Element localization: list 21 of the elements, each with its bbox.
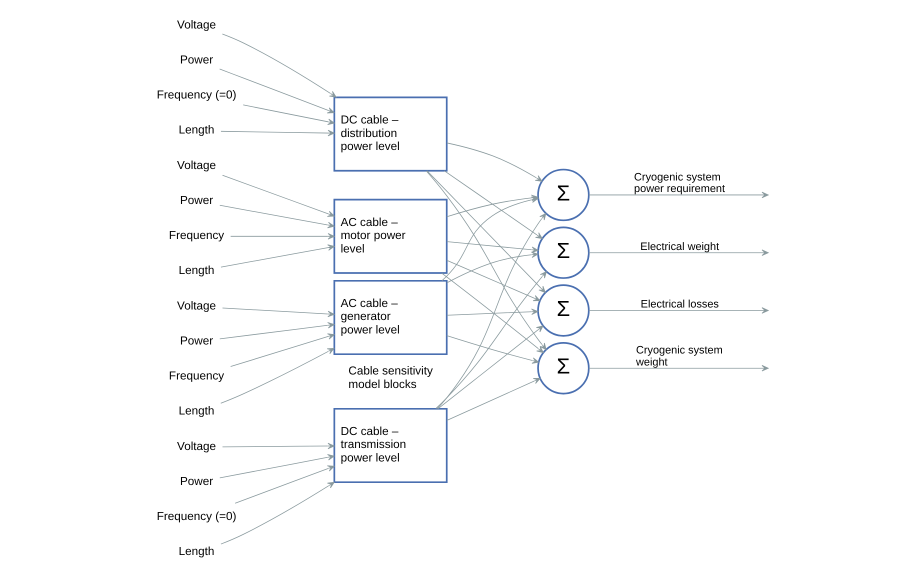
node-text: Length — [178, 545, 214, 558]
edge-label: Electrical weight — [640, 240, 720, 253]
edge-label: Cryogenic system weight — [636, 344, 723, 368]
node-text: Voltage — [177, 18, 216, 32]
node-text: Frequency — [168, 229, 224, 242]
node-text: Power — [180, 334, 214, 348]
node-text: Voltage — [177, 158, 216, 172]
node-text: Power — [180, 194, 214, 207]
node-text: Power — [180, 474, 214, 488]
node-text: Frequency — [168, 370, 224, 383]
edge-label: Cryogenic system power requirement — [634, 171, 725, 195]
edge-label: Electrical losses — [640, 298, 719, 310]
node-text: Voltage — [177, 440, 216, 453]
node-text: Frequency (=0) — [156, 88, 236, 102]
node-text: Length — [178, 404, 214, 418]
node-text: Length — [178, 124, 214, 137]
node-text: Power — [180, 53, 214, 66]
label: Cable sensitivity model blocks — [348, 364, 433, 391]
node-text: Voltage — [177, 299, 216, 312]
node-text: Length — [178, 264, 214, 278]
node-text: Frequency (=0) — [156, 510, 236, 524]
